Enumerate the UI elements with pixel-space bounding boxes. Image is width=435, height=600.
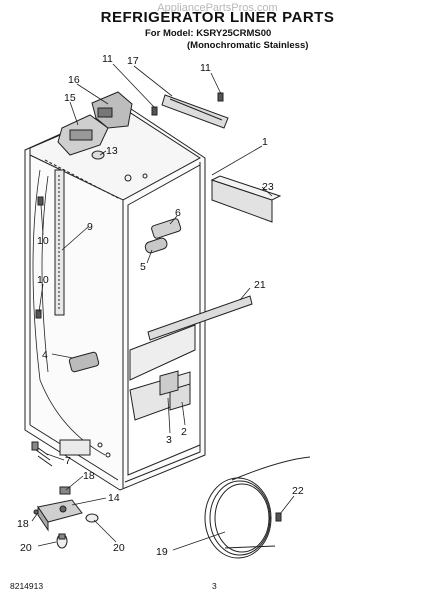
coiled-tube [204, 456, 311, 559]
vent-grille-5 [144, 237, 168, 254]
model-subtitle: (Monochromatic Stainless) [187, 40, 309, 51]
callout-9: 9 [87, 221, 93, 233]
shelf-ladder-rail [54, 169, 65, 316]
screw-22 [275, 512, 282, 522]
bulb-20a [56, 533, 68, 549]
callout-10-upper: 10 [37, 235, 49, 247]
grille-4 [68, 351, 100, 373]
callout-14: 14 [108, 492, 120, 504]
bulb-20b [85, 513, 99, 523]
callout-19: 19 [156, 546, 168, 558]
callout-5: 5 [140, 261, 146, 273]
page-number: 3 [212, 581, 217, 591]
callout-11-right: 11 [200, 62, 211, 74]
callout-13: 13 [106, 145, 118, 157]
liner-shell [24, 104, 206, 491]
leader-lines [31, 63, 295, 551]
top-rail-bracket [161, 94, 229, 129]
callout-20-left: 20 [20, 542, 32, 554]
side-bracket [210, 175, 282, 223]
diagram-code: 8214913 [10, 581, 44, 591]
callout-22: 22 [292, 485, 304, 497]
callout-23: 23 [262, 181, 274, 193]
wire-harness [31, 441, 53, 467]
screw-10b [35, 309, 42, 319]
callout-21: 21 [254, 279, 266, 291]
knob-18a [59, 486, 71, 495]
callout-20-right: 20 [113, 542, 125, 554]
callout-2: 2 [181, 426, 187, 438]
callout-7: 7 [65, 455, 71, 467]
screw-11a [151, 106, 158, 116]
callout-1: 1 [262, 136, 268, 148]
callout-10-lower: 10 [37, 274, 49, 286]
vent-grille-6 [151, 218, 182, 239]
clip-3 [159, 370, 179, 396]
callout-17: 17 [127, 55, 139, 67]
callout-3: 3 [166, 434, 172, 446]
knob-18b [33, 509, 39, 515]
callout-6: 6 [175, 207, 181, 219]
shelf-support-rail [147, 295, 253, 341]
page-title: REFRIGERATOR LINER PARTS [100, 9, 335, 26]
thermostat-control [37, 499, 83, 532]
light-socket [91, 150, 105, 160]
screw-10a [37, 196, 44, 206]
callout-18-upper: 18 [83, 470, 95, 482]
screw-11b [217, 92, 224, 102]
model-number: For Model: KSRY25CRMS00 [145, 28, 272, 39]
control-housing [57, 91, 133, 156]
watermark: AppliancePartsPros.com [157, 2, 278, 14]
callout-15: 15 [64, 92, 76, 104]
callout-16: 16 [68, 74, 80, 86]
callout-11-left: 11 [102, 53, 113, 65]
callout-4: 4 [42, 349, 48, 361]
callout-18-lower: 18 [17, 518, 29, 530]
